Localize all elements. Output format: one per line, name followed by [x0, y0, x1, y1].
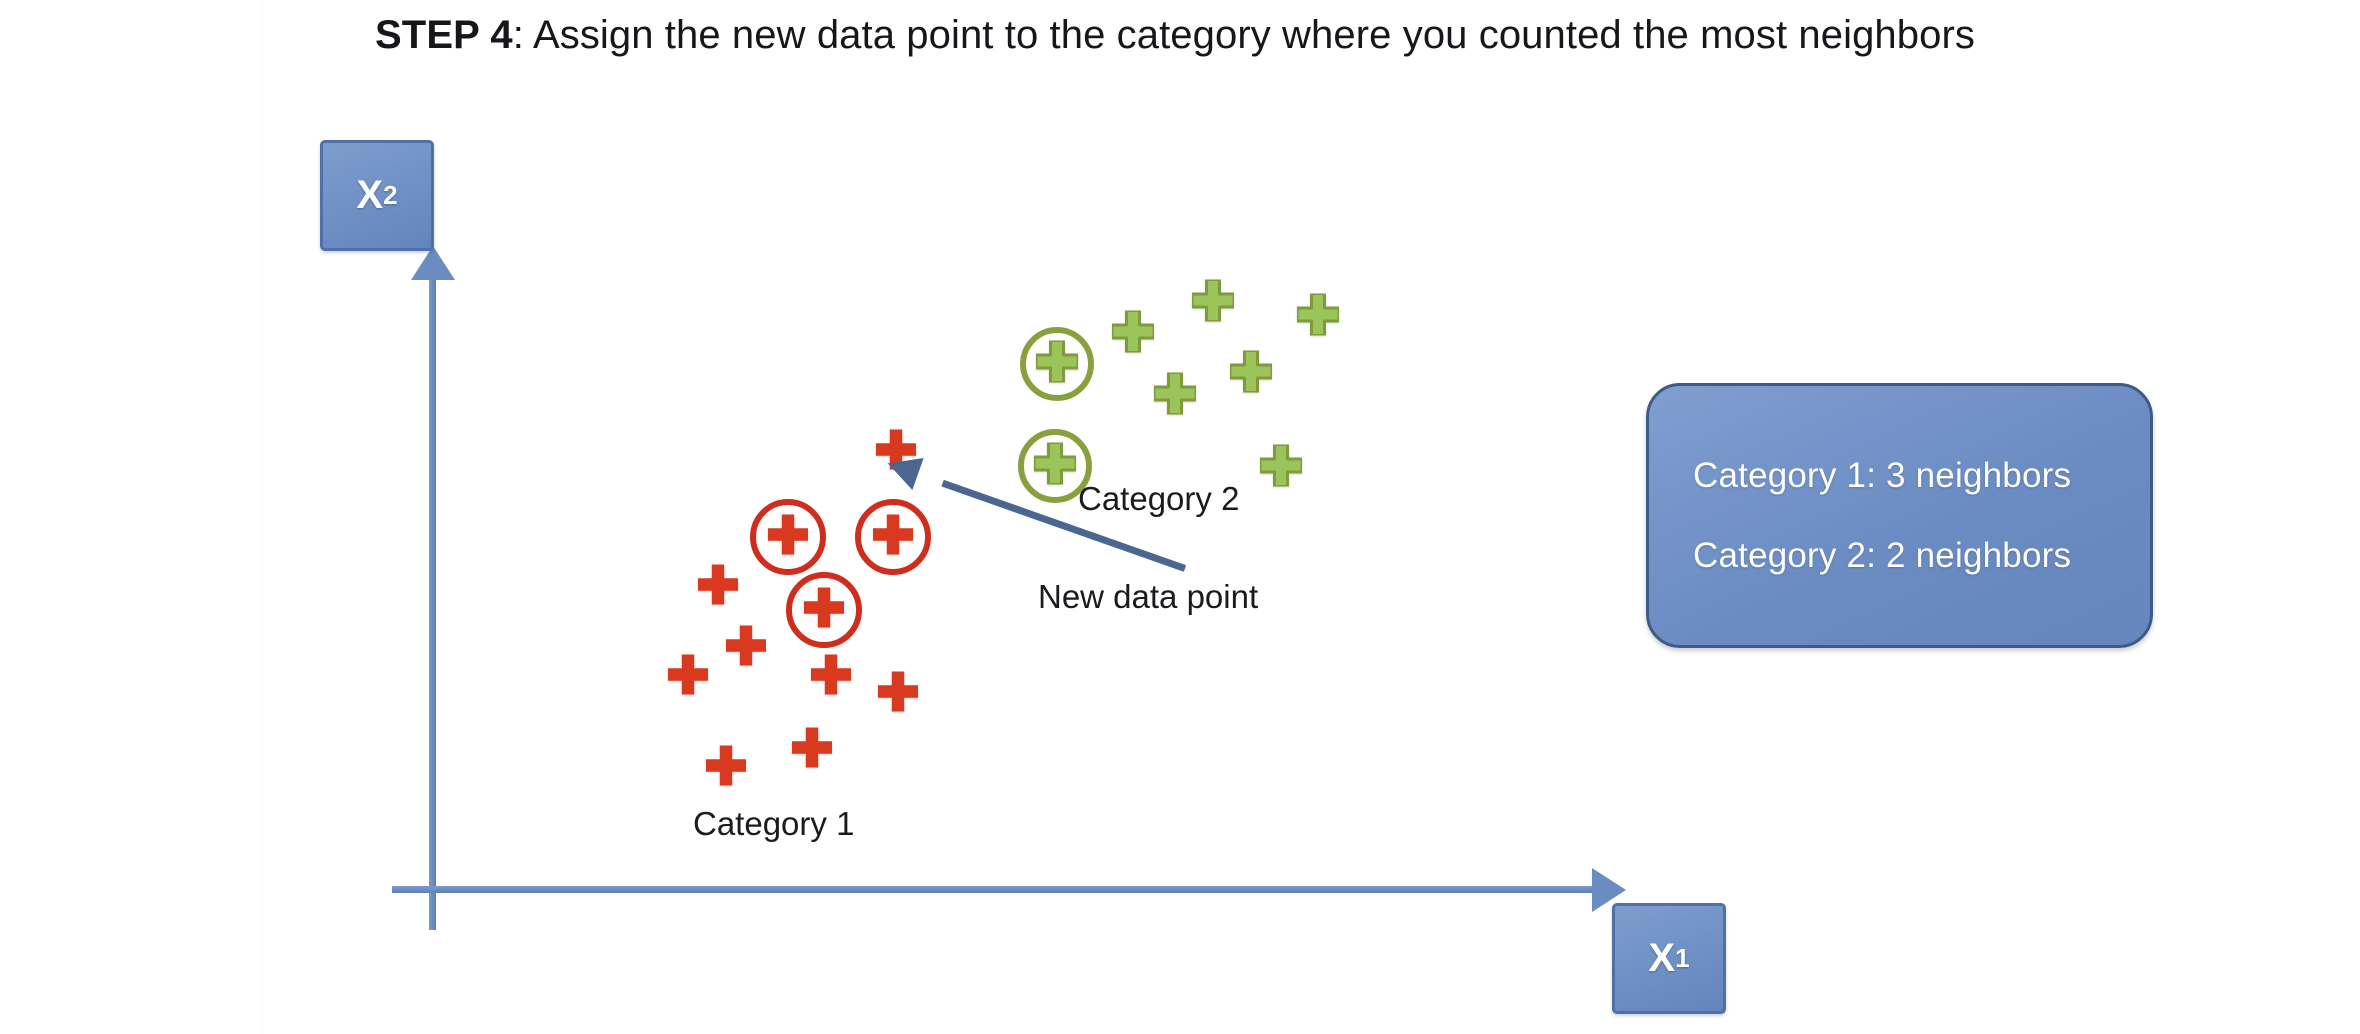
data-point-cross-icon [878, 671, 918, 717]
x-axis-label-text: X [1648, 936, 1676, 980]
data-point-cross-icon [706, 745, 746, 791]
page-title: STEP 4: Assign the new data point to the… [255, 8, 2095, 63]
data-point-cross-icon [1152, 371, 1198, 420]
data-point-cross-icon [804, 587, 844, 633]
data-point-cross-icon [768, 514, 808, 560]
data-point-cross-icon [873, 514, 913, 560]
y-axis-label-subscript: 2 [383, 180, 398, 210]
data-point-cross-icon [726, 625, 766, 671]
neighbor-count-line-1: Category 1: 3 neighbors [1693, 455, 2072, 495]
slide-left-edge [262, 0, 263, 1034]
y-axis-line [429, 265, 436, 930]
y-axis-arrowhead-icon [411, 246, 455, 280]
category-1-label: Category 1 [693, 805, 855, 842]
highlight-ring [855, 499, 931, 575]
data-point-cross-icon [811, 654, 851, 700]
highlight-ring [750, 499, 826, 575]
new-data-point-arrowhead-icon [882, 447, 924, 491]
title-rest: : Assign the new data point to the categ… [512, 13, 1975, 57]
data-point-cross-icon [1034, 339, 1080, 388]
x-axis-label-subscript: 1 [1675, 943, 1690, 973]
data-point-cross-icon [1110, 309, 1156, 358]
data-point-cross-icon [792, 727, 832, 773]
data-point-cross-icon [698, 564, 738, 610]
data-point-cross-icon [1295, 292, 1341, 341]
highlight-ring [1020, 327, 1094, 401]
data-point-cross-icon [668, 654, 708, 700]
neighbor-count-box: Category 1: 3 neighbors Category 2: 2 ne… [1646, 383, 2153, 648]
data-point-cross-icon [1228, 349, 1274, 398]
category-2-label: Category 2 [1078, 480, 1240, 517]
new-data-point-label: New data point [1038, 578, 1259, 615]
y-axis-label-text: X [356, 173, 384, 217]
x-axis-line [392, 886, 1602, 893]
title-step: STEP 4 [375, 13, 513, 57]
neighbor-count-line-2: Category 2: 2 neighbors [1693, 535, 2072, 575]
data-point-cross-icon [1032, 441, 1078, 490]
highlight-ring [786, 572, 862, 648]
data-point-cross-icon [1258, 443, 1304, 492]
data-point-cross-icon [1190, 278, 1236, 327]
